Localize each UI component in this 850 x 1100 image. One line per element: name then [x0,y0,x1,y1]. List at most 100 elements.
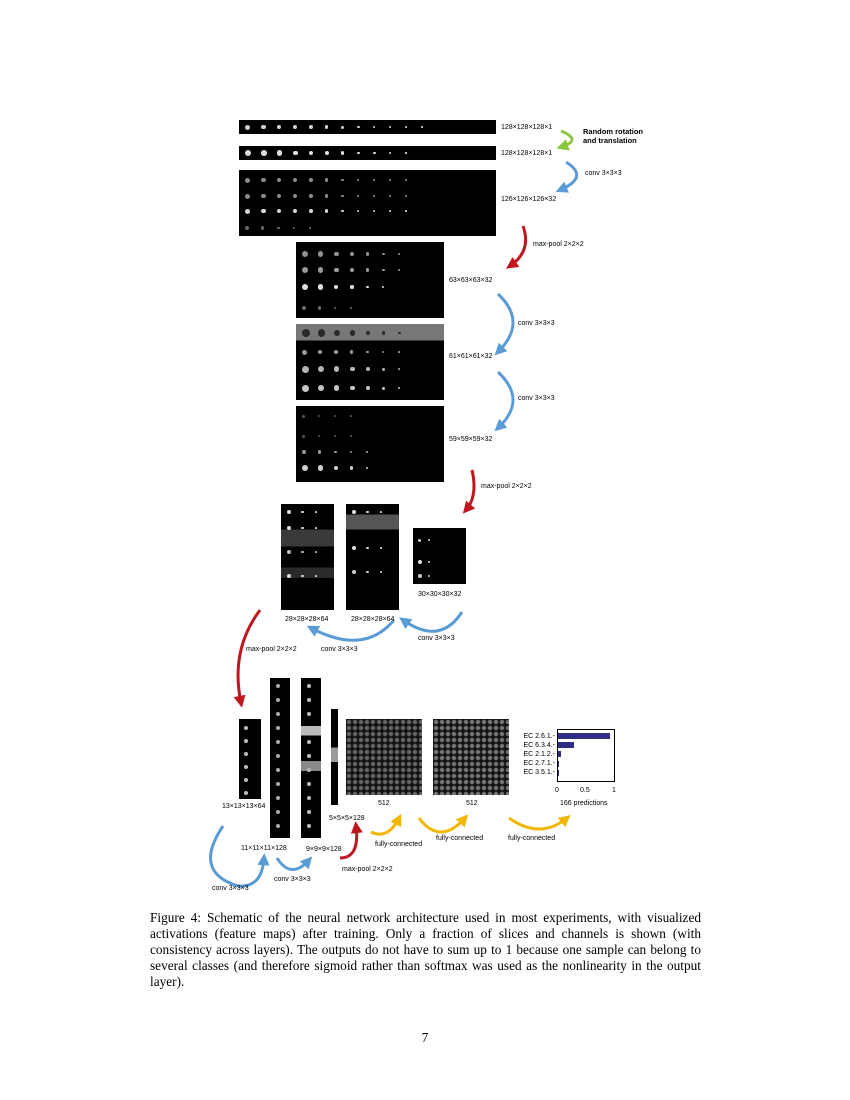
activation-blob [373,178,376,182]
dim-conv4: 11×11×11×128 [241,845,287,852]
activation-blob [334,329,341,337]
activation-blob [366,546,369,550]
activation-blob [245,177,250,183]
op-conv-2: conv 3×3×3 [518,320,555,327]
activation-blob [398,351,400,353]
activation-blob [366,451,368,453]
activation-blob [398,367,401,371]
conv4-arrow [399,611,464,633]
conv5-activation-panel [301,678,321,838]
activation-blob [309,150,314,156]
activation-blob [277,193,282,199]
dim-fc2: 512 [466,800,478,807]
augment-arrow [556,129,574,151]
activation-blob [287,550,291,554]
activation-blob [350,435,352,437]
activation-blob [366,330,371,336]
activation-blob [302,365,309,373]
activation-blob [302,465,308,471]
activation-blob [307,796,311,800]
activation-blob [287,574,291,578]
dim-input-raw: 128×128×128×1 [501,124,553,131]
dim-pool1: 63×63×63×32 [449,277,493,284]
activation-blob [398,386,401,390]
activation-blob [307,824,311,828]
activation-blob [350,252,354,256]
activation-blob [302,329,310,337]
prediction-class-label: EC 2.6.1.- [523,732,555,740]
activation-blob [302,251,308,257]
activation-blob [352,546,356,550]
activation-blob [276,768,280,772]
activation-blob [244,752,248,756]
prediction-bar [558,733,610,739]
activation-blob [276,754,280,758]
activation-blob [366,285,369,289]
conv6-arrow [209,825,270,888]
activation-blob [302,384,309,392]
dim-pool3: 13×13×13×64 [222,803,266,810]
activation-blob [244,739,248,743]
activation-blob [341,209,344,213]
activation-blob [341,125,344,129]
activation-blob [318,329,326,337]
activation-blob [309,227,311,229]
activation-blob [405,179,407,181]
prediction-class-label: EC 2.1.2.- [523,750,555,758]
activation-blob [366,570,369,574]
activation-blob [276,740,280,744]
activation-blob [418,538,421,542]
dim-conv2: 61×61×61×32 [449,353,493,360]
prediction-class-label: EC 3.5.1.- [523,769,555,777]
activation-blob [277,150,283,156]
activation-blob [307,740,311,744]
activation-blob [261,177,266,183]
activation-blob [276,726,280,730]
activation-blob [350,350,354,354]
activation-blob [309,125,313,129]
activation-blob [341,194,344,198]
activation-blob [334,350,338,354]
dim-fc1: 512 [378,800,390,807]
activation-blob [302,434,305,438]
activation-blob [334,267,339,273]
activation-blob [373,125,376,129]
activation-blob [277,124,282,130]
prediction-bar [558,742,574,749]
conv2-arrow [494,292,515,356]
prediction-tick-0: 0 [555,787,559,794]
activation-blob [334,306,337,310]
fc1-arrow [370,813,402,836]
activation-blob [302,267,308,273]
activation-blob [293,194,297,198]
fc2-activation-grid [433,719,509,795]
activation-blob [350,285,354,289]
figure-caption: Figure 4: Schematic of the neural networ… [150,910,701,989]
activation-blob [382,252,385,256]
activation-blob [389,179,391,181]
activation-blob [261,226,265,230]
activation-blob [352,510,356,514]
activation-blob [334,450,337,454]
activation-blob [307,810,311,814]
activation-blob [418,574,422,578]
activation-blob [318,306,322,310]
activation-blob [366,367,370,371]
op-conv-4: conv 3×3×3 [418,635,455,642]
conv3-activation-panel [296,406,444,482]
activation-blob [389,126,391,128]
activation-blob [357,209,360,213]
pool3-activation-panel [239,719,261,799]
activation-blob [307,754,311,758]
activation-blob [276,796,280,800]
activation-blob [350,466,354,470]
activation-blob [334,465,339,471]
activation-blob [357,194,360,198]
activation-blob [302,306,306,310]
activation-blob [245,226,249,230]
activation-blob [287,510,291,514]
activation-blob [382,350,385,354]
activation-blob [334,284,339,290]
activation-blob [380,511,382,513]
